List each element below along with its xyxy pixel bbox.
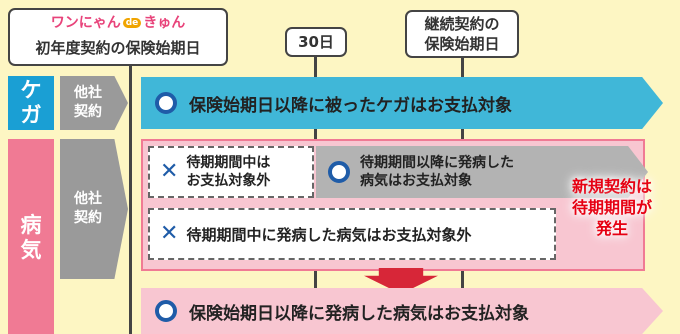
circle-icon bbox=[155, 300, 177, 322]
injury-coverage-bar: 保険始期日以降に被ったケガはお支払対象 bbox=[141, 77, 663, 129]
illness-coverage-bar: 保険始期日以降に発病した病気はお支払対象 bbox=[141, 288, 663, 334]
injury-label: ケ ガ bbox=[8, 76, 54, 130]
circle-icon bbox=[155, 92, 177, 114]
cross-icon: ✕ bbox=[160, 221, 179, 246]
injury-other-company: 他社契約 bbox=[60, 76, 128, 130]
waiting-period-excluded-long: ✕ 待期期間中に発病した病気はお支払対象外 bbox=[148, 208, 556, 260]
new-contract-note: 新規契約は 待期期間が 発生 bbox=[571, 177, 652, 238]
renewal-header: 継続契約の 保険始期日 bbox=[405, 10, 519, 58]
injury-coverage-text: 保険始期日以降に被ったケガはお支払対象 bbox=[189, 95, 512, 116]
waiting-long-text: 待期期間中に発病した病気はお支払対象外 bbox=[186, 225, 472, 244]
day30-header: 30日 bbox=[285, 27, 347, 57]
circle-icon bbox=[328, 161, 350, 183]
start-date-label: 初年度契約の保険始期日 bbox=[35, 39, 201, 57]
renewal-line-2: 保険始期日 bbox=[424, 35, 500, 53]
illness-other-company: 他社契約 bbox=[60, 139, 128, 279]
illness-coverage-text: 保険始期日以降に発病した病気はお支払対象 bbox=[189, 303, 529, 324]
illness-label: 病 気 bbox=[8, 139, 54, 334]
cross-icon: ✕ bbox=[160, 159, 179, 184]
waiting-period-excluded-short: ✕ 待期期間中は お支払対象外 bbox=[148, 146, 314, 198]
after-waiting-covered-bar: 待期期間以降に発病した 病気はお支払対象 bbox=[316, 146, 648, 198]
start-date-line bbox=[129, 40, 132, 334]
renewal-line-1: 継続契約の bbox=[424, 15, 500, 33]
